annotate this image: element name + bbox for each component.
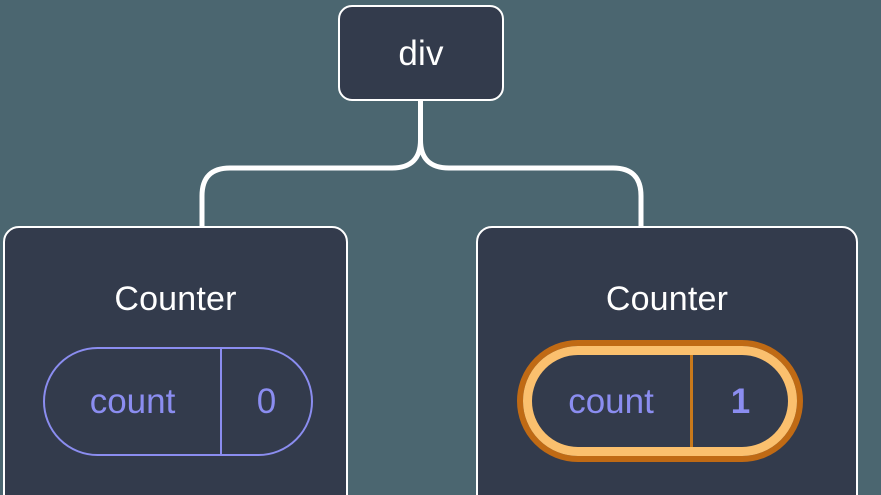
node-counter-right-label: Counter <box>605 280 729 318</box>
state-pill-count-left[interactable]: count 0 <box>43 347 313 456</box>
state-pill-count-right[interactable]: count 1 <box>517 340 803 462</box>
state-value-label: 1 <box>730 381 751 421</box>
node-div[interactable]: div <box>338 5 504 101</box>
node-counter-left[interactable]: Counter count 0 <box>3 226 348 495</box>
state-key-label: count <box>532 355 693 447</box>
node-counter-left-label: Counter <box>114 280 237 318</box>
node-counter-right[interactable]: Counter count 1 <box>476 226 858 495</box>
state-key-label: count <box>45 349 222 454</box>
state-value-label: 0 <box>256 382 277 421</box>
state-pill-inner-ring: count 1 <box>523 346 797 456</box>
node-div-label: div <box>398 33 444 73</box>
